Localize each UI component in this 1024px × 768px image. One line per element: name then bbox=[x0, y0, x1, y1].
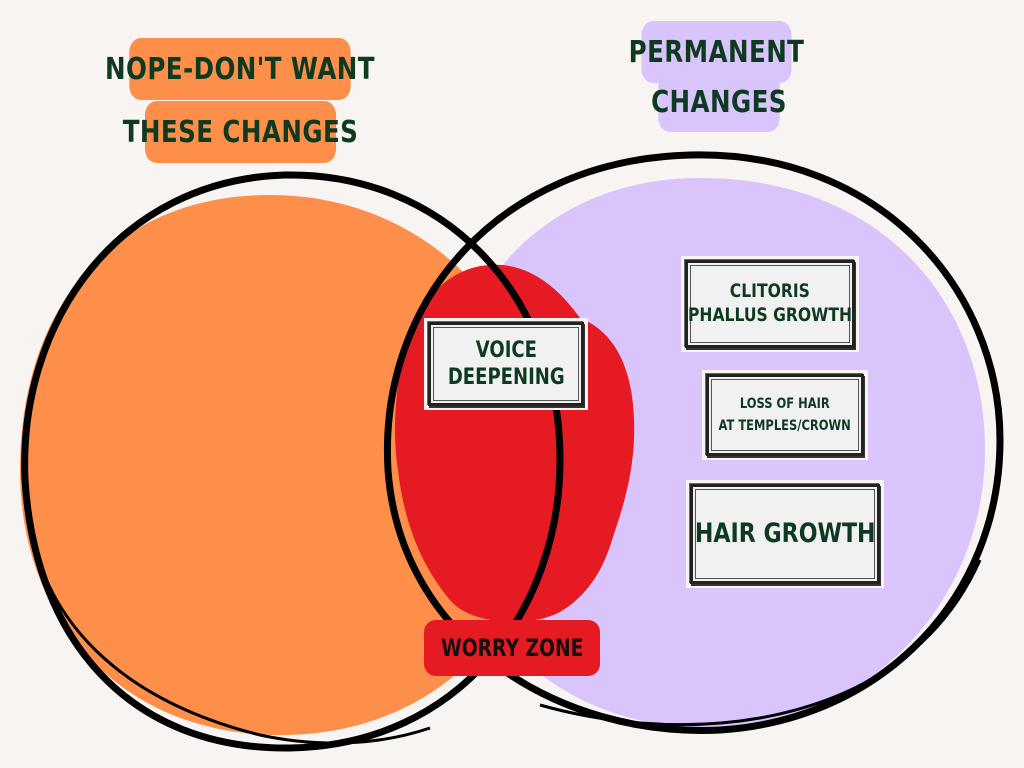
right-item-1-line2: AT TEMPLES/CROWN bbox=[718, 418, 852, 434]
right-item-1-line1: LOSS OF HAIR bbox=[740, 395, 830, 412]
left-set-title-line1: NOPE-DON'T WANT bbox=[105, 38, 375, 100]
right-item-hair-growth: HAIR GROWTH bbox=[686, 480, 884, 588]
left-set-title-line2: THESE CHANGES bbox=[123, 101, 358, 163]
left-circle-outline bbox=[21, 171, 564, 752]
right-item-loss-of-hair: LOSS OF HAIR AT TEMPLES/CROWN bbox=[702, 370, 868, 460]
left-circle-outline-echo bbox=[26, 509, 431, 745]
left-set-title-text-2: THESE CHANGES bbox=[122, 114, 359, 150]
right-circle-outline-echo bbox=[539, 559, 982, 727]
overlap-item-line2: DEEPENING bbox=[447, 365, 565, 390]
right-item-clitoris-phallus-growth: CLITORIS PHALLUS GROWTH bbox=[681, 256, 859, 352]
right-circle-outline bbox=[383, 151, 1004, 734]
right-item-2-line1: HAIR GROWTH bbox=[694, 518, 876, 550]
overlap-label-worry-zone: WORRY ZONE bbox=[424, 620, 600, 676]
right-item-0-line1: CLITORIS bbox=[729, 280, 811, 303]
overlap-item-voice-deepening: VOICE DEEPENING bbox=[424, 318, 588, 410]
right-set-title-text-1: PERMANENT bbox=[628, 34, 805, 70]
right-item-0-line2: PHALLUS GROWTH bbox=[688, 304, 852, 326]
left-set-title-text-1: NOPE-DON'T WANT bbox=[105, 51, 375, 87]
overlap-label-text: WORRY ZONE bbox=[440, 634, 584, 662]
right-set-title-text-2: CHANGES bbox=[651, 84, 787, 120]
overlap-item-line1: VOICE bbox=[475, 337, 537, 363]
right-set-title-line2: CHANGES bbox=[651, 72, 787, 132]
